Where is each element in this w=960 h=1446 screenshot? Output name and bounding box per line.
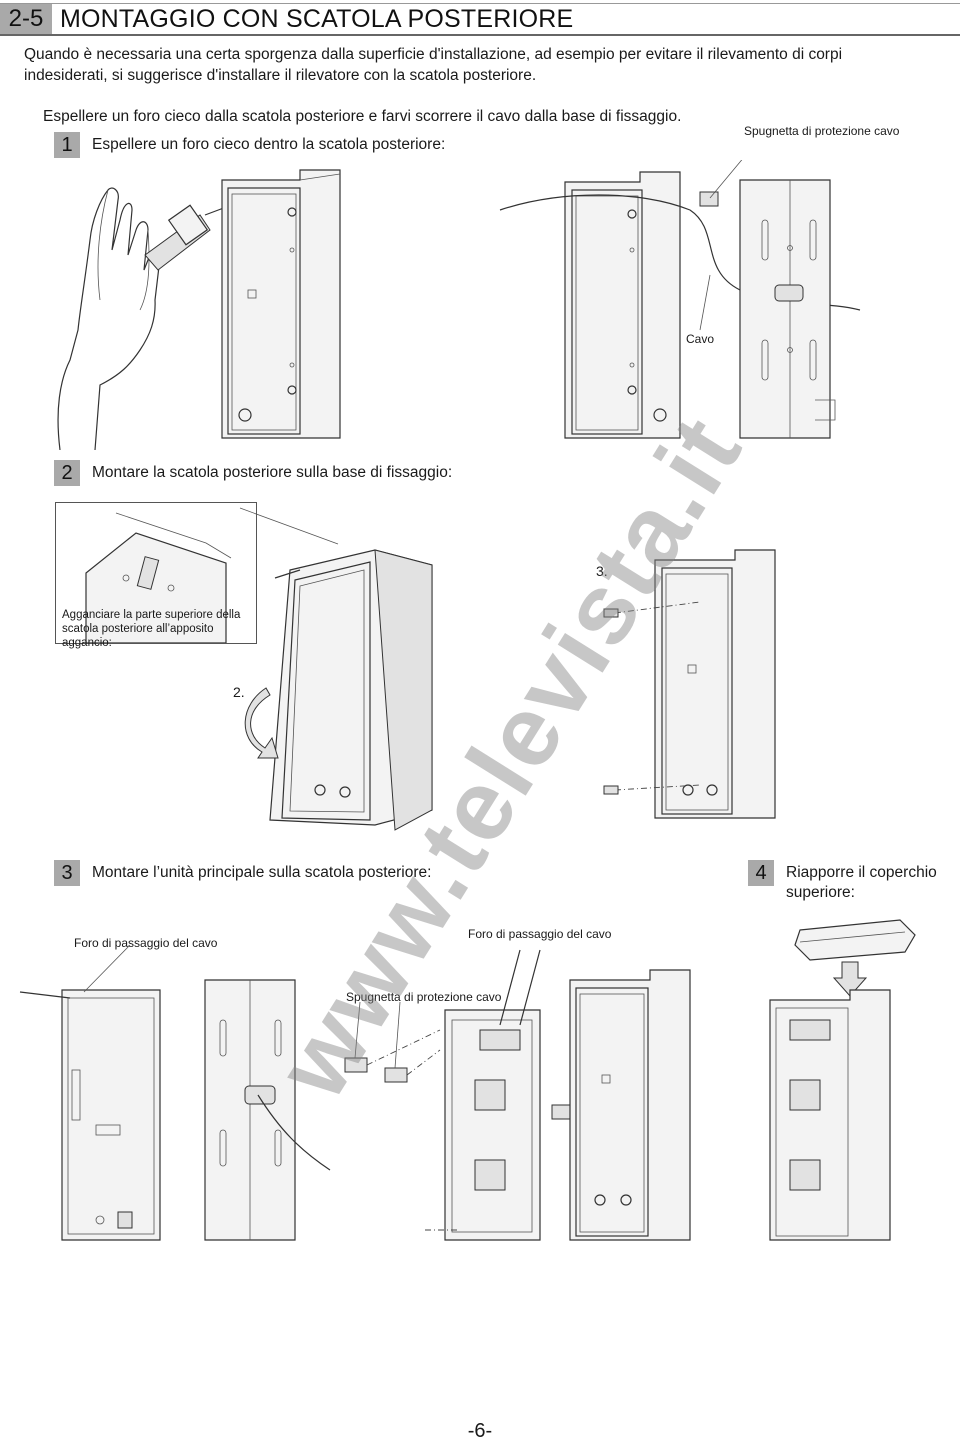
- mounting-base: [739, 179, 836, 439]
- callout-cable-grommet: Spugnetta di protezione cavo: [744, 124, 900, 138]
- step-3-text: Montare l’unità principale sulla scatola…: [92, 864, 432, 881]
- step-3-4-illustration: [19, 919, 916, 1241]
- callout-cable-hole-left: Foro di passaggio del cavo: [74, 936, 218, 950]
- page-title: MONTAGGIO CON SCATOLA POSTERIORE: [60, 5, 574, 33]
- step-4-badge: 4: [748, 860, 774, 886]
- back-box-step1: [221, 169, 341, 439]
- callout-cable: Cavo: [686, 332, 715, 346]
- assembled-back-box: [603, 549, 776, 819]
- intro-line-2: indesiderati, si suggerisce d'installare…: [24, 67, 537, 84]
- section-number-badge: 2-5: [0, 4, 52, 34]
- header-rule: [0, 34, 960, 36]
- step-4-text-line-2: superiore:: [786, 884, 855, 901]
- hook-caption-line-2: scatola posteriore all’apposito aggancio…: [62, 623, 214, 649]
- rotate-arrow-icon: [244, 687, 279, 759]
- step-1-badge: 1: [54, 132, 80, 158]
- step-2-badge: 2: [54, 460, 80, 486]
- base-with-cable: [204, 979, 331, 1241]
- top-cover: [794, 919, 916, 961]
- step-4-text-line-1: Riapporre il coperchio: [786, 864, 937, 881]
- intro-paragraph: Quando è necessaria una certa sporgenza …: [24, 44, 924, 86]
- hook-detail-illustration: [85, 512, 232, 643]
- assembled-unit: [769, 989, 891, 1241]
- back-box-step1-cable: [499, 160, 861, 439]
- step-1-text: Espellere un foro cieco dentro la scatol…: [92, 136, 446, 153]
- hand-icon: [57, 187, 161, 450]
- substep-3-number: 3.: [596, 563, 608, 579]
- hook-detail-box: [55, 502, 257, 644]
- main-unit-open: [19, 944, 161, 1241]
- instruction-text: Espellere un foro cieco dalla scatola po…: [43, 108, 682, 125]
- hook-caption-line-1: Agganciare la parte superiore della: [62, 609, 241, 621]
- header-top-rule: [0, 3, 960, 4]
- page-number: -6-: [467, 1420, 493, 1442]
- screwdriver-icon: [144, 199, 246, 271]
- step-4-text: Riapporre il coperchio superiore:: [786, 863, 937, 903]
- callout-cable-grommet-step3: Spugnetta di protezione cavo: [346, 990, 502, 1004]
- main-unit-mounting: [425, 949, 541, 1241]
- step-1-illustration: [57, 160, 861, 450]
- hook-caption: Agganciare la parte superiore della scat…: [62, 608, 262, 650]
- cable-grommets: [344, 1001, 441, 1083]
- substep-2-number: 2.: [233, 684, 245, 700]
- step-2-illustration: [239, 507, 776, 831]
- callout-cable-hole-right: Foro di passaggio del cavo: [468, 927, 612, 941]
- step-3-badge: 3: [54, 860, 80, 886]
- down-arrow-icon: [832, 961, 868, 997]
- intro-line-1: Quando è necessaria una certa sporgenza …: [24, 46, 843, 63]
- back-box-receiving: [569, 969, 691, 1241]
- tilted-back-box: [269, 549, 433, 831]
- step-2-text: Montare la scatola posteriore sulla base…: [92, 464, 453, 481]
